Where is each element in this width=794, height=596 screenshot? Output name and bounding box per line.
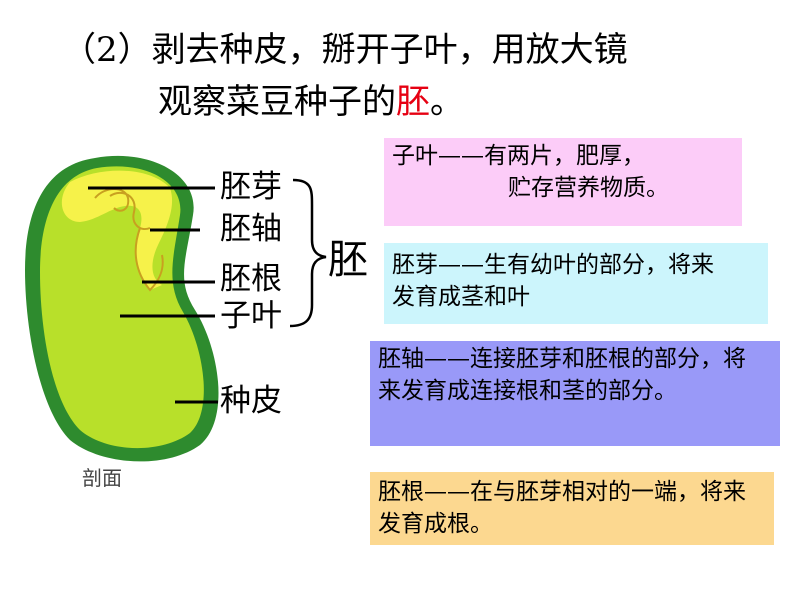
embryo-brace bbox=[289, 178, 327, 328]
box-plumule: 胚芽——生有幼叶的部分，将来发育成茎和叶 bbox=[384, 243, 768, 324]
cotyledon-shape bbox=[40, 166, 204, 449]
title-line-2: 观察菜豆种子的胚。 bbox=[158, 82, 464, 122]
label-cotyledon: 子叶 bbox=[220, 298, 282, 334]
label-plumule: 胚芽 bbox=[220, 169, 282, 205]
title-line-2-end: 。 bbox=[430, 82, 464, 122]
radicle-shape bbox=[134, 227, 164, 292]
section-caption: 剖面 bbox=[82, 466, 122, 490]
box-cotyledon: 子叶——有两片，肥厚， 贮存营养物质。 bbox=[384, 138, 742, 226]
title-highlight: 胚 bbox=[396, 82, 430, 122]
title-line-2-text: 观察菜豆种子的 bbox=[158, 82, 396, 122]
title-line-1: （2）剥去种皮，掰开子叶，用放大镜 bbox=[62, 30, 628, 70]
box-radicle-text: 胚根——在与胚芽相对的一端，将来发育成根。 bbox=[378, 479, 746, 537]
label-seed-coat: 种皮 bbox=[220, 383, 282, 419]
box-hypocotyl: 胚轴——连接胚芽和胚根的部分，将来发育成连接根和茎的部分。 bbox=[370, 341, 780, 446]
box-cotyledon-line2: 贮存营养物质。 bbox=[508, 175, 669, 201]
label-embryo: 胚 bbox=[328, 237, 368, 283]
label-radicle: 胚根 bbox=[220, 261, 282, 297]
box-hypocotyl-text: 胚轴——连接胚芽和胚根的部分，将来发育成连接根和茎的部分。 bbox=[378, 346, 746, 404]
box-plumule-text: 胚芽——生有幼叶的部分，将来发育成茎和叶 bbox=[392, 252, 714, 310]
embryo-shape bbox=[61, 170, 173, 290]
plumule-shape bbox=[94, 188, 151, 230]
label-hypocotyl: 胚轴 bbox=[220, 211, 282, 247]
box-cotyledon-line1: 子叶——有两片，肥厚， bbox=[392, 143, 645, 169]
box-radicle: 胚根——在与胚芽相对的一端，将来发育成根。 bbox=[370, 472, 774, 545]
